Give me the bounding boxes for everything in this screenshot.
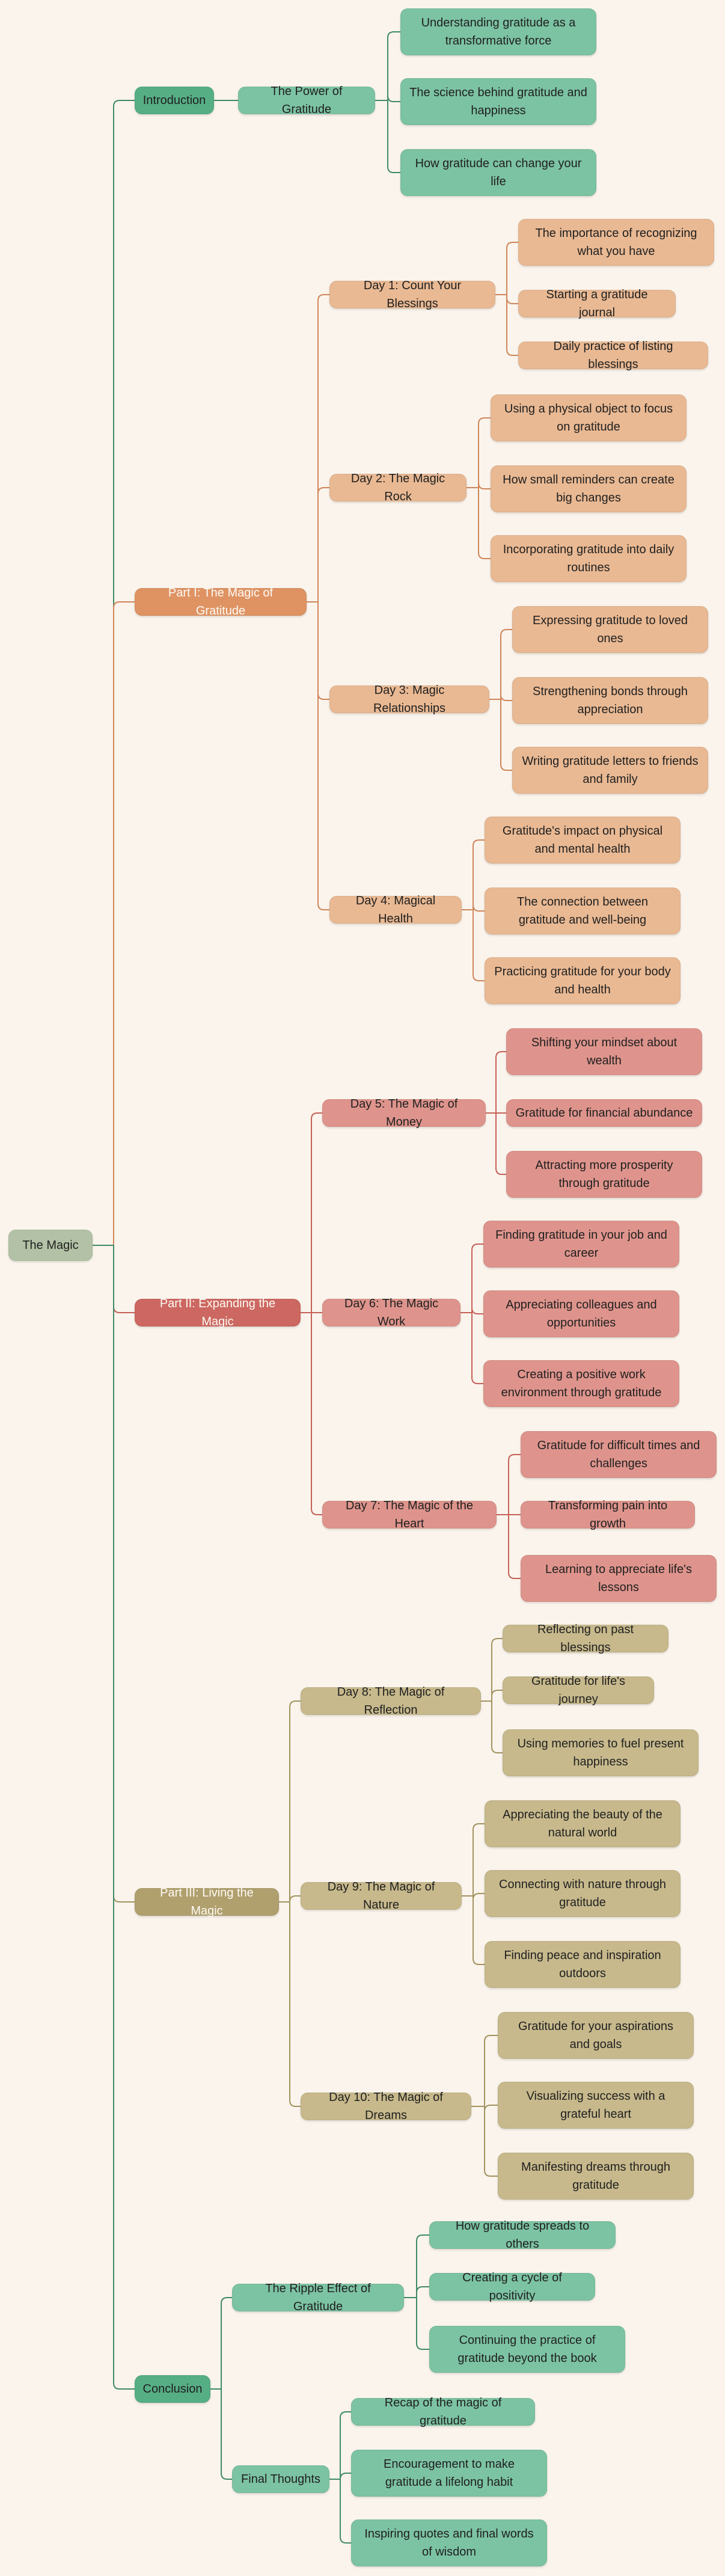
connector-path xyxy=(92,1245,135,2390)
connector-path xyxy=(329,2411,352,2544)
branch-introduction[interactable]: Introduction xyxy=(135,87,214,114)
leaf-gratitude-s-impact-on-physical-and-menta[interactable]: Gratitude's impact on physical and menta… xyxy=(485,817,681,863)
leaf-gratitude-for-life-s-journey[interactable]: Gratitude for life's journey xyxy=(503,1675,654,1706)
leaf-strengthening-bonds-through-appreciation[interactable]: Strengthening bonds through appreciation xyxy=(512,677,708,724)
leaf-attracting-more-prosperity-through-grati[interactable]: Attracting more prosperity through grati… xyxy=(506,1151,702,1198)
connector xyxy=(471,2035,498,2177)
connector-path xyxy=(480,1638,503,1753)
leaf-appreciating-colleagues-and-opportunitie[interactable]: Appreciating colleagues and opportunitie… xyxy=(483,1290,679,1337)
leaf-using-a-physical-object-to-focus-on-grat[interactable]: Using a physical object to focus on grat… xyxy=(491,394,687,441)
leaf-practicing-gratitude-for-your-body-and-h[interactable]: Practicing gratitude for your body and h… xyxy=(485,957,681,1004)
connector xyxy=(466,417,491,559)
topic-day-6-the-magic-work[interactable]: Day 6: The Magic Work xyxy=(322,1297,460,1328)
leaf-reflecting-on-past-blessings[interactable]: Reflecting on past blessings xyxy=(503,1623,668,1654)
connector-path xyxy=(460,1244,484,1384)
leaf-appreciating-the-beauty-of-the-natural-w[interactable]: Appreciating the beauty of the natural w… xyxy=(485,1800,681,1847)
leaf-how-gratitude-can-change-your-life[interactable]: How gratitude can change your life xyxy=(400,149,596,196)
topic-day-9-the-magic-of-nature[interactable]: Day 9: The Magic of Nature xyxy=(301,1880,462,1912)
connector-path xyxy=(306,294,330,910)
connector xyxy=(329,2411,352,2544)
connector xyxy=(306,294,330,910)
leaf-using-memories-to-fuel-present-happiness[interactable]: Using memories to fuel present happiness xyxy=(503,1729,699,1776)
leaf-creating-a-cycle-of-positivity[interactable]: Creating a cycle of positivity xyxy=(429,2271,595,2302)
connector xyxy=(92,1245,135,2390)
connector-path xyxy=(92,601,135,1246)
connector xyxy=(480,1638,503,1753)
leaf-daily-practice-of-listing-blessings[interactable]: Daily practice of listing blessings xyxy=(518,340,708,371)
connector-path xyxy=(461,839,485,981)
connector-path xyxy=(489,629,513,771)
topic-day-5-the-magic-of-money[interactable]: Day 5: The Magic of Money xyxy=(322,1097,486,1129)
leaf-the-importance-of-recognizing-what-you-h[interactable]: The importance of recognizing what you h… xyxy=(518,219,714,266)
leaf-connecting-with-nature-through-gratitude[interactable]: Connecting with nature through gratitude xyxy=(485,1870,681,1917)
leaf-shifting-your-mindset-about-wealth[interactable]: Shifting your mindset about wealth xyxy=(506,1028,702,1075)
leaf-continuing-the-practice-of-gratitude-bey[interactable]: Continuing the practice of gratitude bey… xyxy=(429,2326,625,2373)
topic-day-7-the-magic-of-the-heart[interactable]: Day 7: The Magic of the Heart xyxy=(322,1499,497,1530)
leaf-transforming-pain-into-growth[interactable]: Transforming pain into growth xyxy=(521,1499,695,1530)
connector-lines xyxy=(92,31,521,2544)
connector xyxy=(210,2297,233,2480)
connector xyxy=(495,242,519,356)
branch-conclusion[interactable]: Conclusion xyxy=(135,2375,210,2403)
leaf-encouragement-to-make-gratitude-a-lifelo[interactable]: Encouragement to make gratitude a lifelo… xyxy=(351,2450,547,2497)
connector-path xyxy=(466,417,491,559)
topic-the-power-of-gratitude[interactable]: The Power of Gratitude xyxy=(238,85,375,116)
leaf-the-connection-between-gratitude-and-wel[interactable]: The connection between gratitude and wel… xyxy=(485,888,681,934)
leaf-gratitude-for-financial-abundance[interactable]: Gratitude for financial abundance xyxy=(506,1099,702,1127)
connector xyxy=(496,1454,521,1579)
connector xyxy=(300,1112,323,1515)
leaf-gratitude-for-difficult-times-and-challe[interactable]: Gratitude for difficult times and challe… xyxy=(521,1431,717,1478)
connector-path xyxy=(210,2297,233,2480)
connector-path xyxy=(300,1112,323,1515)
connector-path xyxy=(471,2035,498,2177)
topic-day-3-magic-relationships[interactable]: Day 3: Magic Relationships xyxy=(329,684,489,715)
connector xyxy=(461,1823,485,1965)
topic-day-10-the-magic-of-dreams[interactable]: Day 10: The Magic of Dreams xyxy=(301,2091,471,2122)
branch-part-iii-living-the-magic[interactable]: Part III: Living the Magic xyxy=(135,1886,279,1918)
connector-path xyxy=(495,242,519,356)
connector-path xyxy=(485,1051,507,1175)
connector xyxy=(460,1244,484,1384)
branch-part-ii-expanding-the-magic[interactable]: Part II: Expanding the Magic xyxy=(135,1297,301,1328)
leaf-the-science-behind-gratitude-and-happine[interactable]: The science behind gratitude and happine… xyxy=(400,78,596,125)
topic-day-4-magical-health[interactable]: Day 4: Magical Health xyxy=(329,894,462,925)
leaf-understanding-gratitude-as-a-transformat[interactable]: Understanding gratitude as a transformat… xyxy=(400,8,596,55)
connector xyxy=(278,1700,301,2107)
connector-path xyxy=(461,1823,485,1965)
topic-day-8-the-magic-of-reflection[interactable]: Day 8: The Magic of Reflection xyxy=(301,1685,481,1717)
leaf-how-gratitude-spreads-to-others[interactable]: How gratitude spreads to others xyxy=(429,2219,616,2251)
leaf-how-small-reminders-can-create-big-chang[interactable]: How small reminders can create big chang… xyxy=(491,465,687,512)
topic-day-2-the-magic-rock[interactable]: Day 2: The Magic Rock xyxy=(329,472,467,503)
connector xyxy=(489,629,513,771)
leaf-gratitude-for-your-aspirations-and-goals[interactable]: Gratitude for your aspirations and goals xyxy=(498,2012,694,2059)
leaf-writing-gratitude-letters-to-friends-and[interactable]: Writing gratitude letters to friends and… xyxy=(512,747,708,794)
leaf-manifesting-dreams-through-gratitude[interactable]: Manifesting dreams through gratitude xyxy=(498,2153,694,2200)
connector-path xyxy=(496,1454,521,1579)
connector-path xyxy=(375,31,401,173)
topic-final-thoughts[interactable]: Final Thoughts xyxy=(232,2465,329,2493)
connector-path xyxy=(403,2234,430,2350)
root-node[interactable]: The Magic xyxy=(8,1230,93,1261)
connector-path xyxy=(278,1700,301,2107)
connector xyxy=(403,2234,430,2350)
leaf-finding-peace-and-inspiration-outdoors[interactable]: Finding peace and inspiration outdoors xyxy=(485,1941,681,1988)
topic-the-ripple-effect-of-gratitude[interactable]: The Ripple Effect of Gratitude xyxy=(232,2282,404,2313)
leaf-inspiring-quotes-and-final-words-of-wisd[interactable]: Inspiring quotes and final words of wisd… xyxy=(351,2519,547,2566)
connector xyxy=(92,601,135,1246)
leaf-creating-a-positive-work-environment-thr[interactable]: Creating a positive work environment thr… xyxy=(483,1360,679,1407)
branch-part-i-the-magic-of-gratitude[interactable]: Part I: The Magic of Gratitude xyxy=(135,586,307,618)
leaf-learning-to-appreciate-life-s-lessons[interactable]: Learning to appreciate life's lessons xyxy=(521,1555,717,1602)
connector xyxy=(375,31,401,173)
connector xyxy=(485,1051,507,1175)
leaf-expressing-gratitude-to-loved-ones[interactable]: Expressing gratitude to loved ones xyxy=(512,606,708,653)
leaf-starting-a-gratitude-journal[interactable]: Starting a gratitude journal xyxy=(518,288,676,319)
leaf-visualizing-success-with-a-grateful-hear[interactable]: Visualizing success with a grateful hear… xyxy=(498,2082,694,2129)
leaf-incorporating-gratitude-into-daily-routi[interactable]: Incorporating gratitude into daily routi… xyxy=(491,535,687,582)
leaf-finding-gratitude-in-your-job-and-career[interactable]: Finding gratitude in your job and career xyxy=(483,1221,679,1268)
connector xyxy=(461,839,485,981)
leaf-recap-of-the-magic-of-gratitude[interactable]: Recap of the magic of gratitude xyxy=(351,2396,535,2427)
topic-day-1-count-your-blessings[interactable]: Day 1: Count Your Blessings xyxy=(329,279,495,310)
